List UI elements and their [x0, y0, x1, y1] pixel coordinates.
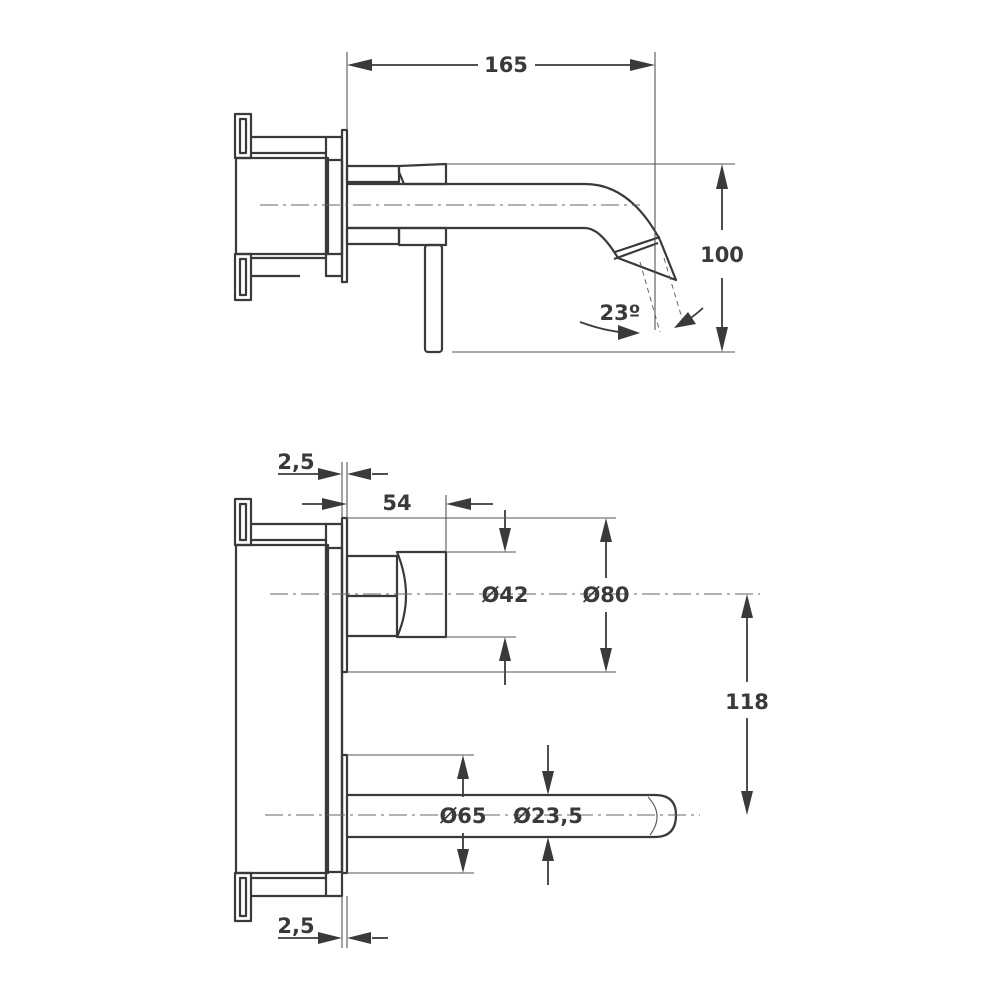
spout-diameter-label: Ø23,5 — [513, 804, 583, 828]
handle-front — [345, 550, 448, 639]
spout-plate-diameter-dimension: Ø65 — [347, 754, 487, 874]
handle-length-dimension: 54 — [302, 491, 493, 552]
width-dimension: 165 — [346, 52, 656, 330]
height-label: 100 — [700, 243, 744, 267]
spout-side — [347, 182, 685, 333]
handle-diameter-label: Ø42 — [481, 583, 528, 607]
plate-thickness-top: 2,5 — [277, 450, 388, 518]
height-dimension: 100 — [446, 163, 744, 353]
handle-diameter-dimension: Ø42 — [446, 510, 529, 685]
plate-diameter-label: Ø80 — [582, 583, 629, 607]
handle-length-label: 54 — [382, 491, 411, 515]
angle-label: 23º — [599, 301, 640, 325]
centers-distance-label: 118 — [725, 690, 769, 714]
plate-diameter-dimension: Ø80 — [347, 517, 630, 673]
spout-diameter-dimension: Ø23,5 — [513, 745, 583, 885]
mixer-body — [345, 162, 448, 354]
plate-thickness-top-label: 2,5 — [277, 450, 314, 474]
angle-dimension: 23º — [579, 301, 704, 340]
spout-front — [347, 793, 678, 839]
width-label: 165 — [484, 53, 528, 77]
spout-plate-diameter-label: Ø65 — [439, 804, 486, 828]
centers-distance-dimension: 118 — [725, 594, 769, 815]
plate-thickness-bottom: 2,5 — [277, 896, 388, 948]
wall-box-front — [233, 497, 349, 923]
wall-box — [233, 112, 349, 302]
plate-thickness-bottom-label: 2,5 — [277, 914, 314, 938]
front-view: 2,5 54 Ø42 Ø80 — [233, 450, 769, 948]
side-view: 165 100 23º — [233, 52, 744, 354]
